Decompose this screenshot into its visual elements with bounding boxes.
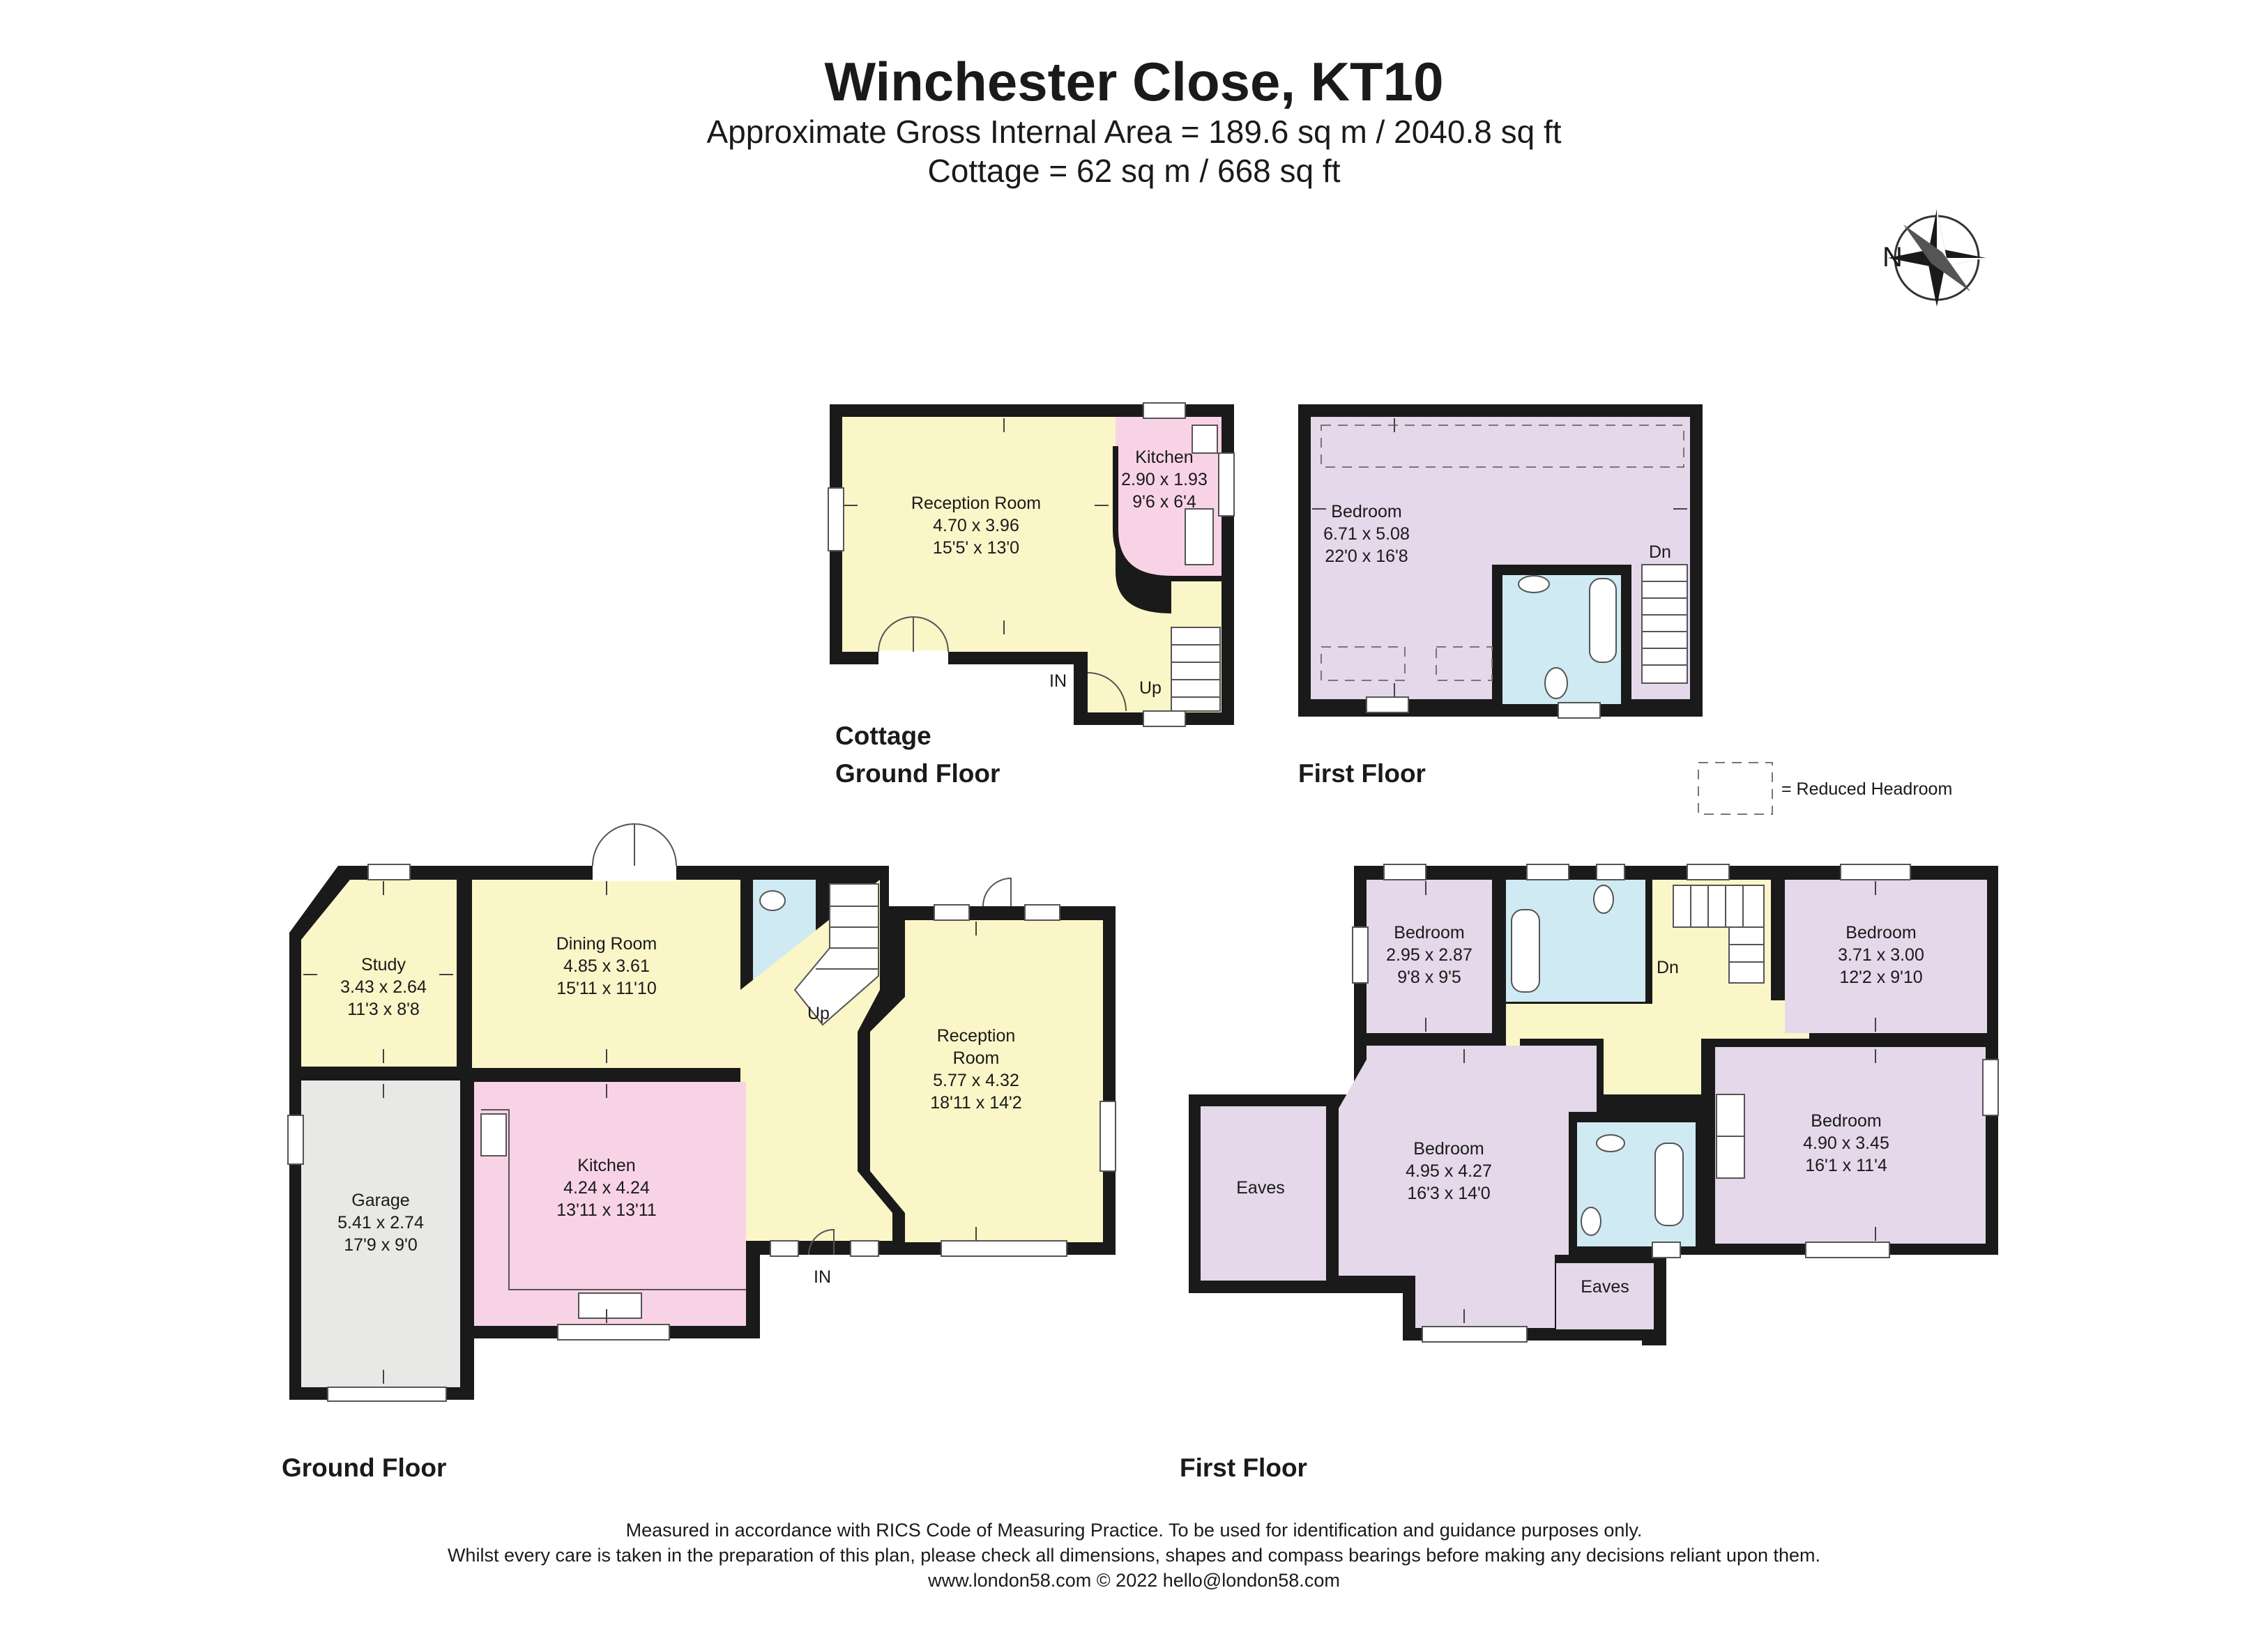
- cottage-first-title: First Floor: [1298, 759, 1426, 788]
- study-imperial: 11'3 x 8'8: [347, 1000, 420, 1019]
- eaves-small-label: Eaves: [1581, 1277, 1629, 1297]
- reception-name-2: Room: [953, 1048, 1000, 1068]
- kitchen-metric: 4.24 x 4.24: [563, 1178, 650, 1198]
- compass-north-label: N: [1882, 242, 1903, 273]
- main-first-floor: [1189, 864, 1999, 1345]
- cottage-first-floor: [1298, 404, 1703, 719]
- bedroom-a: [1367, 880, 1492, 1033]
- reduced-headroom-swatch: [1698, 762, 1773, 815]
- bedroom-b-imperial: 12'2 x 9'10: [1839, 968, 1922, 987]
- garage-name: Garage: [351, 1191, 409, 1210]
- cottage-kitchen-name: Kitchen: [1135, 448, 1193, 467]
- bedroom-c-name: Bedroom: [1413, 1139, 1484, 1159]
- dining-imperial: 15'11 x 11'10: [556, 979, 656, 998]
- first-dn-label: Dn: [1657, 958, 1679, 977]
- total-area-text: Approximate Gross Internal Area = 189.6 …: [706, 114, 1562, 150]
- garage-imperial: 17'9 x 9'0: [344, 1235, 417, 1255]
- cottage-ground-title-2: Ground Floor: [835, 759, 1000, 788]
- cottage-kitchen-imperial: 9'6 x 6'4: [1132, 492, 1196, 512]
- study-room: [301, 880, 457, 1067]
- eaves-small: [1556, 1263, 1654, 1329]
- dining-metric: 4.85 x 3.61: [563, 956, 650, 976]
- footer-disclaimer-2: Whilst every care is taken in the prepar…: [447, 1545, 1821, 1566]
- cottage-reception-name: Reception Room: [911, 494, 1041, 513]
- bedroom-b-name: Bedroom: [1845, 923, 1916, 942]
- cottage-reception-metric: 4.70 x 3.96: [933, 516, 1019, 535]
- dining-room: [472, 880, 740, 1068]
- cottage-in-label: IN: [1049, 671, 1067, 691]
- garage-metric: 5.41 x 2.74: [337, 1213, 424, 1232]
- study-metric: 3.43 x 2.64: [340, 977, 427, 997]
- cottage-kitchen-metric: 2.90 x 1.93: [1121, 470, 1208, 489]
- compass-icon: [1888, 209, 1986, 307]
- ground-floor-title: Ground Floor: [282, 1453, 446, 1482]
- plan-title: Winchester Close, KT10: [824, 51, 1444, 112]
- bedroom-d-metric: 4.90 x 3.45: [1803, 1133, 1889, 1153]
- footer-disclaimer-1: Measured in accordance with RICS Code of…: [625, 1520, 1643, 1541]
- cottage-bedroom-metric: 6.71 x 5.08: [1323, 524, 1410, 544]
- bedroom-b-metric: 3.71 x 3.00: [1838, 945, 1924, 965]
- cottage-ground-floor: [828, 402, 1235, 727]
- bedroom-d-name: Bedroom: [1811, 1111, 1881, 1131]
- bedroom-c-metric: 4.95 x 4.27: [1406, 1161, 1492, 1181]
- cottage-ground-title-1: Cottage: [835, 721, 931, 750]
- footer-contact: www.london58.com © 2022 hello@london58.c…: [928, 1570, 1340, 1591]
- ground-up-label: Up: [807, 1004, 830, 1023]
- cottage-reception-room: [842, 417, 1171, 652]
- ground-in-label: IN: [814, 1267, 831, 1287]
- bedroom-d-imperial: 16'1 x 11'4: [1805, 1156, 1887, 1175]
- cottage-bedroom-name: Bedroom: [1331, 502, 1401, 521]
- cottage-reception-imperial: 15'5' x 13'0: [933, 538, 1019, 558]
- kitchen-name: Kitchen: [577, 1156, 635, 1175]
- reception-imperial: 18'11 x 14'2: [930, 1093, 1021, 1113]
- garage: [301, 1081, 460, 1387]
- study-name: Study: [361, 955, 406, 975]
- cottage-area-text: Cottage = 62 sq m / 668 sq ft: [927, 153, 1341, 189]
- kitchen-imperial: 13'11 x 13'11: [556, 1200, 656, 1220]
- dining-name: Dining Room: [556, 934, 657, 954]
- cottage-dn-label: Dn: [1649, 542, 1671, 562]
- first-floor-title: First Floor: [1180, 1453, 1307, 1482]
- reception-name-1: Reception: [937, 1026, 1016, 1046]
- bedroom-c: [1339, 1046, 1597, 1328]
- bedroom-d: [1715, 1047, 1986, 1244]
- cottage-bedroom-imperial: 22'0 x 16'8: [1325, 547, 1408, 566]
- bedroom-a-name: Bedroom: [1394, 923, 1464, 942]
- bedroom-c-imperial: 16'3 x 14'0: [1407, 1184, 1490, 1203]
- ground-reception-room: [870, 920, 1103, 1242]
- bedroom-a-metric: 2.95 x 2.87: [1386, 945, 1472, 965]
- eaves-left: [1201, 1106, 1326, 1281]
- cottage-up-label: Up: [1139, 678, 1162, 698]
- bedroom-a-imperial: 9'8 x 9'5: [1397, 968, 1461, 987]
- main-ground-floor: [287, 823, 1116, 1402]
- reception-metric: 5.77 x 4.32: [933, 1071, 1019, 1090]
- ground-kitchen: [474, 1082, 746, 1326]
- reduced-headroom-legend: = Reduced Headroom: [1781, 779, 1952, 799]
- eaves-left-label: Eaves: [1236, 1178, 1284, 1198]
- bedroom-b: [1785, 880, 1987, 1033]
